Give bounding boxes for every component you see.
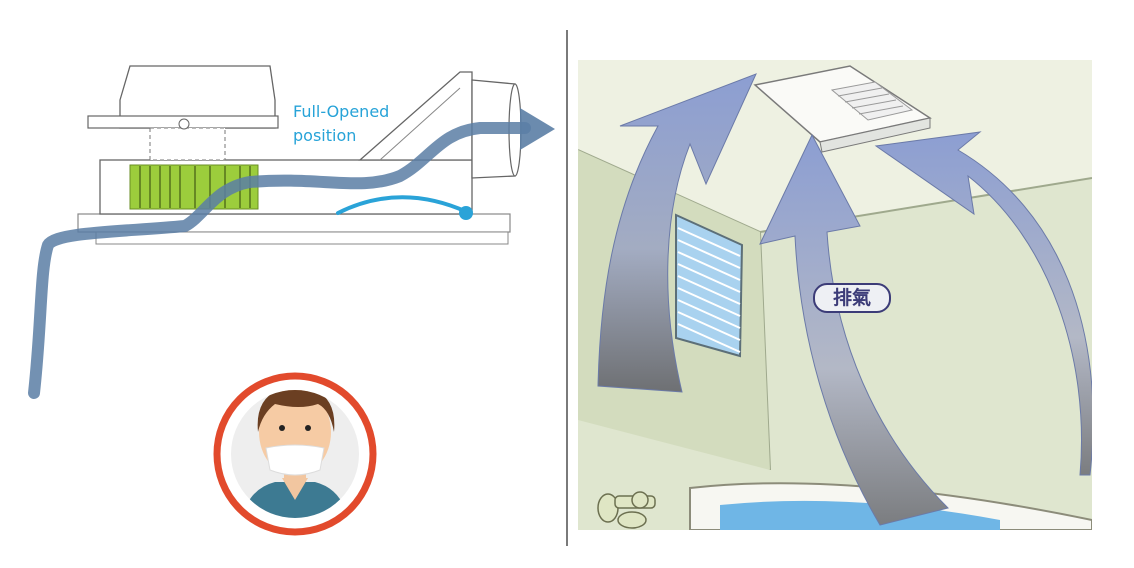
exhaust-arrow-right	[874, 131, 1092, 476]
exhaust-arrow-icon	[597, 73, 757, 393]
ceiling-fan-panel	[753, 65, 932, 153]
damper-arc	[336, 195, 469, 215]
label-line-2: position	[293, 126, 357, 145]
window	[675, 213, 744, 358]
faucet	[597, 491, 656, 529]
airflow-arrow-icon	[28, 122, 531, 399]
exhaust-label: 排氣	[813, 283, 891, 313]
damper-pivot	[459, 206, 473, 220]
bathroom-illustration	[578, 60, 1092, 530]
fan-unit-diagram	[77, 65, 522, 245]
full-opened-label: Full-Opened position	[293, 100, 389, 148]
airflow-arrowhead	[520, 108, 555, 150]
exhaust-arrow-center	[759, 133, 949, 526]
label-line-1: Full-Opened	[293, 102, 390, 121]
masked-person-icon	[213, 372, 377, 536]
